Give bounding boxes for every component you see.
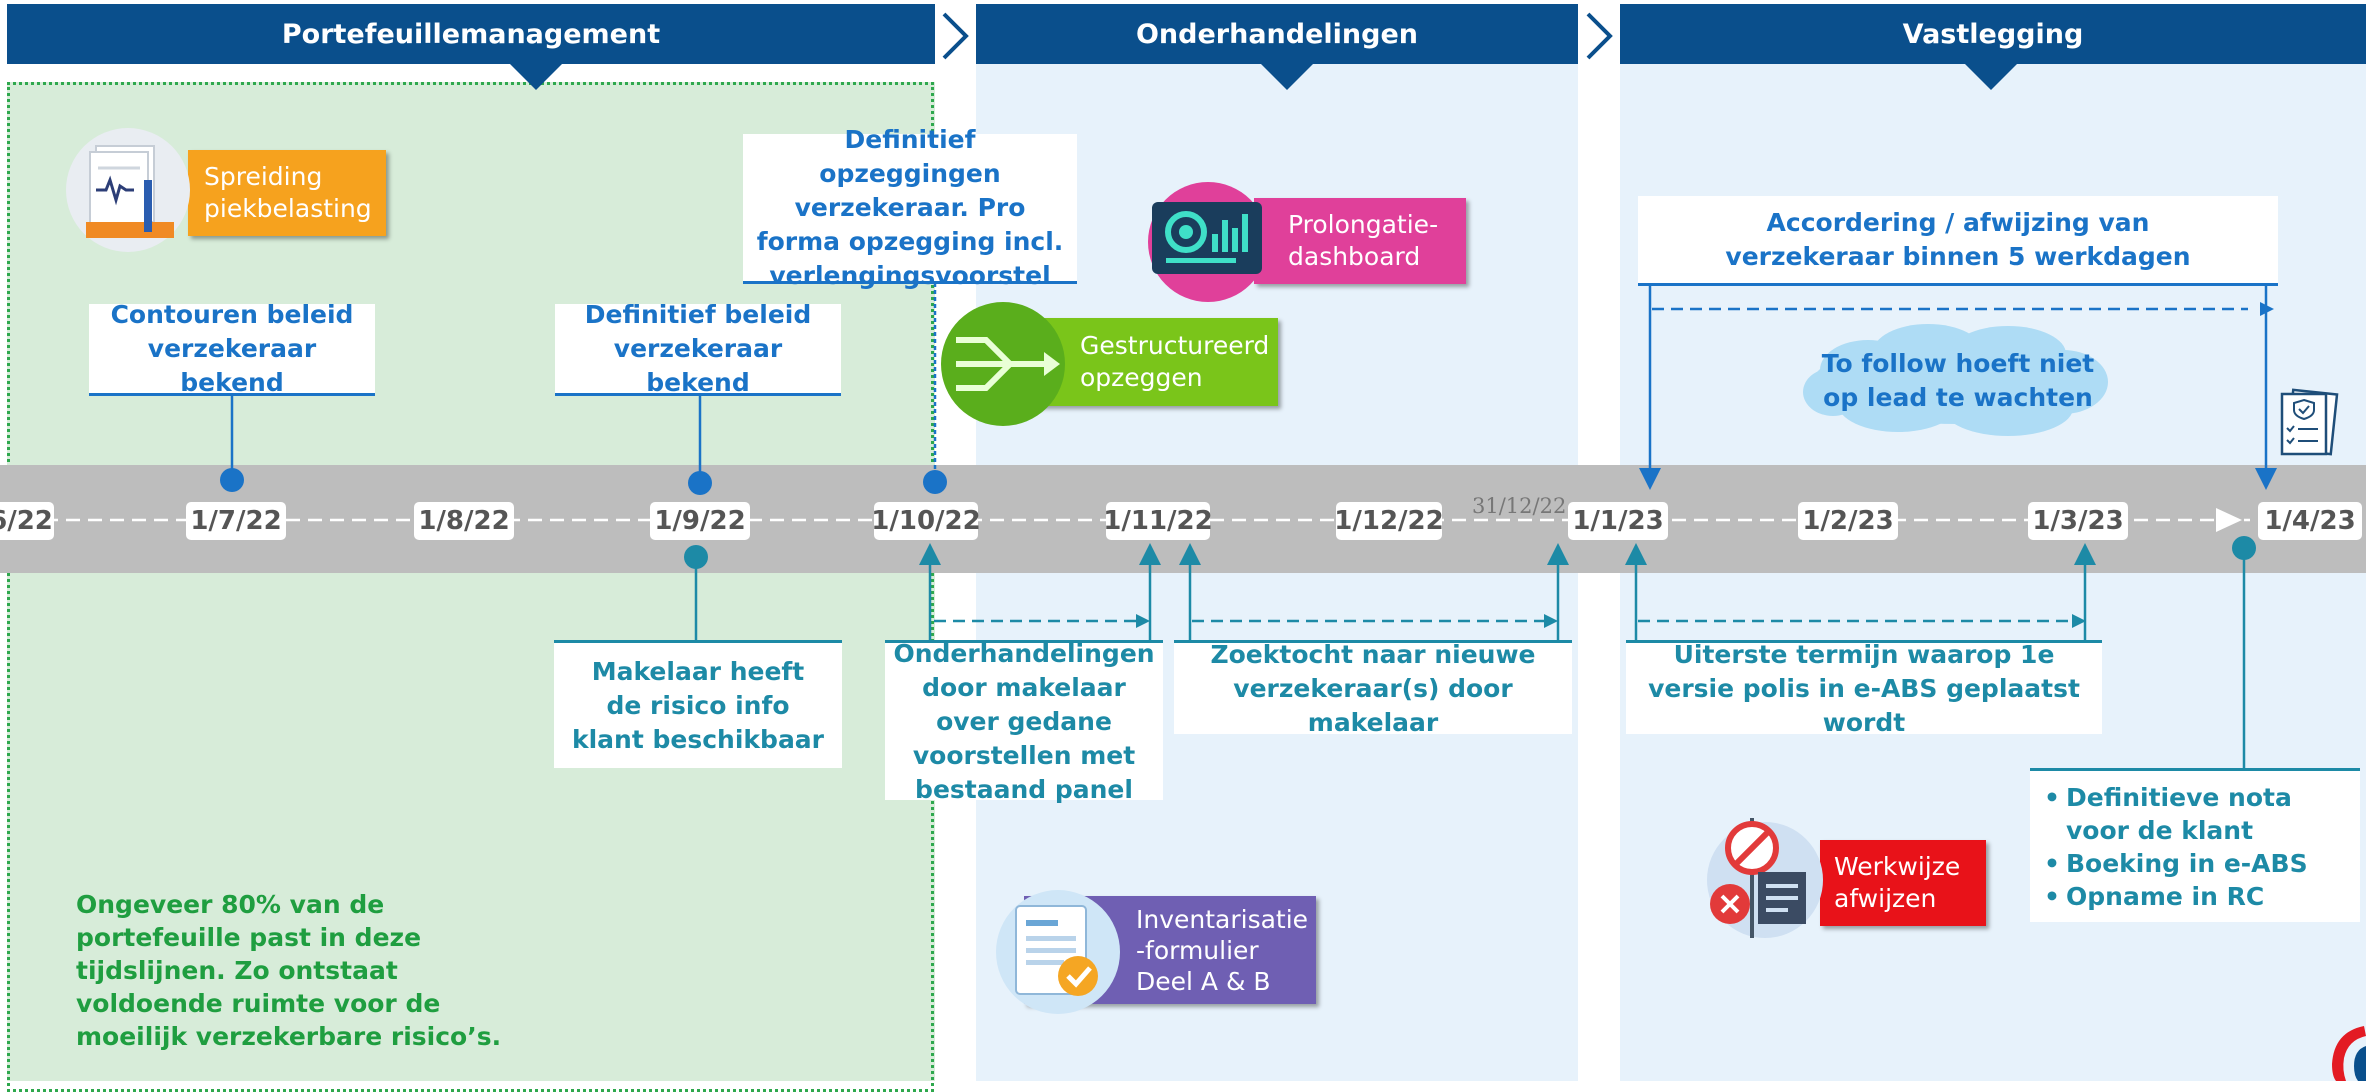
date-label: 1/3/23: [2028, 502, 2128, 540]
arrows-merge-icon: [941, 302, 1065, 426]
timeline-arrowhead-icon: [2216, 508, 2242, 532]
tag-werkwijze: Werkwijze afwijzen: [1820, 840, 1986, 926]
dashboard-chart-icon: [1148, 182, 1268, 302]
tag-prolongatie: Prolongatie-dashboard: [1254, 198, 1466, 284]
bullet-list-box: •Definitieve nota voor de klant •Boeking…: [2030, 768, 2360, 922]
phase-header-vastlegging: Vastlegging: [1620, 4, 2366, 64]
tag-text: Inventarisatie -formulier Deel A & B: [1136, 904, 1309, 996]
phase-header-onderhandelingen: Onderhandelingen: [976, 4, 1578, 64]
tag-text: Werkwijze afwijzen: [1834, 852, 1961, 913]
box-makelaar-info: Makelaar heeft de risico info klant besc…: [554, 640, 842, 768]
tag-spreiding: Spreiding piekbelasting: [188, 150, 386, 236]
date-label: 1/4/23: [2258, 502, 2362, 540]
box-definitief-opzeggingen: Definitief opzeggingen verzekeraar. Pro …: [743, 125, 1077, 290]
box-text: Definitief beleid verzekeraar bekend: [584, 299, 812, 397]
checklist-shield-icon: [2280, 388, 2339, 456]
box-text: Accordering / afwijzing van verzekeraar …: [1725, 207, 2191, 271]
date-label: 6/22: [0, 502, 54, 540]
date-label: 1/8/22: [414, 502, 514, 540]
cloud-text: To follow hoeft niet op lead te wachten: [1818, 338, 2098, 424]
box-text: Onderhandelingen door makelaar over geda…: [893, 638, 1155, 804]
date-label: 1/7/22: [186, 502, 286, 540]
box-accordering: Accordering / afwijzing van verzekeraar …: [1638, 196, 2278, 286]
phase-header-label: Portefeuillemanagement: [281, 18, 661, 50]
chevron-right-icon: [942, 12, 969, 60]
tag-gestructureerd: Gestructureerd opzeggen: [1030, 318, 1278, 406]
box-definitief-beleid: Definitief beleid verzekeraar bekend: [555, 300, 841, 397]
date-label: 1/2/23: [1798, 502, 1898, 540]
phase-header-label: Onderhandelingen: [1135, 18, 1419, 50]
box-uiterste-termijn: Uiterste termijn waarop 1e versie polis …: [1626, 640, 2102, 737]
tag-text: Prolongatie-dashboard: [1288, 210, 1439, 271]
box-contouren-beleid: Contouren beleid verzekeraar bekend: [89, 300, 375, 397]
reject-sign-icon: [1707, 818, 1823, 938]
box-text: Zoektocht naar nieuwe verzekeraar(s) doo…: [1210, 639, 1536, 737]
bullet-text: Definitieve nota voor de klant: [2066, 783, 2292, 845]
box-text: To follow hoeft niet op lead te wachten: [1821, 349, 2095, 412]
box-zoektocht: Zoektocht naar nieuwe verzekeraar(s) doo…: [1174, 640, 1572, 737]
header-notch-3: [1965, 64, 2017, 90]
tag-text: Gestructureerd opzeggen: [1080, 331, 1270, 392]
bullet-item: •Boeking in e-ABS: [2044, 847, 2350, 880]
cloud-shape: [1803, 324, 2108, 436]
box-text: Contouren beleid verzekeraar bekend: [110, 299, 354, 397]
bullet-text: Opname in RC: [2066, 882, 2265, 911]
bullet-text: Boeking in e-ABS: [2066, 849, 2308, 878]
header-notch-2: [1261, 64, 1313, 90]
bullet-item: •Definitieve nota voor de klant: [2044, 781, 2350, 847]
form-checkmark-icon: [996, 890, 1120, 1014]
document-pen-icon: [66, 128, 190, 252]
box-text: Makelaar heeft de risico info klant besc…: [571, 656, 825, 754]
portfolio-note: Ongeveer 80% van de portefeuille past in…: [76, 890, 502, 1051]
box-text: Uiterste termijn waarop 1e versie polis …: [1648, 639, 2080, 737]
phase-header-portefeuillemanagement: Portefeuillemanagement: [7, 4, 935, 64]
date-label: 1/10/22: [871, 502, 981, 540]
phase-header-label: Vastlegging: [1902, 18, 2084, 50]
tag-text: Spreiding piekbelasting: [204, 162, 372, 223]
date-label: 1/11/22: [1103, 502, 1213, 540]
header-notch-1: [510, 64, 562, 90]
chevron-right-icon: [1586, 12, 1613, 60]
box-onderhandelingen: Onderhandelingen door makelaar over geda…: [885, 639, 1163, 804]
box-text: Definitief opzeggingen verzekeraar. Pro …: [756, 124, 1064, 290]
logo-fragment-icon: [2332, 1026, 2366, 1081]
bullet-item: •Opname in RC: [2044, 880, 2350, 913]
date-label: 1/12/22: [1334, 502, 1444, 540]
date-label: 1/9/22: [650, 502, 750, 540]
date-label-small: 31/12/22: [1472, 494, 1567, 518]
date-label: 1/1/23: [1568, 502, 1668, 540]
